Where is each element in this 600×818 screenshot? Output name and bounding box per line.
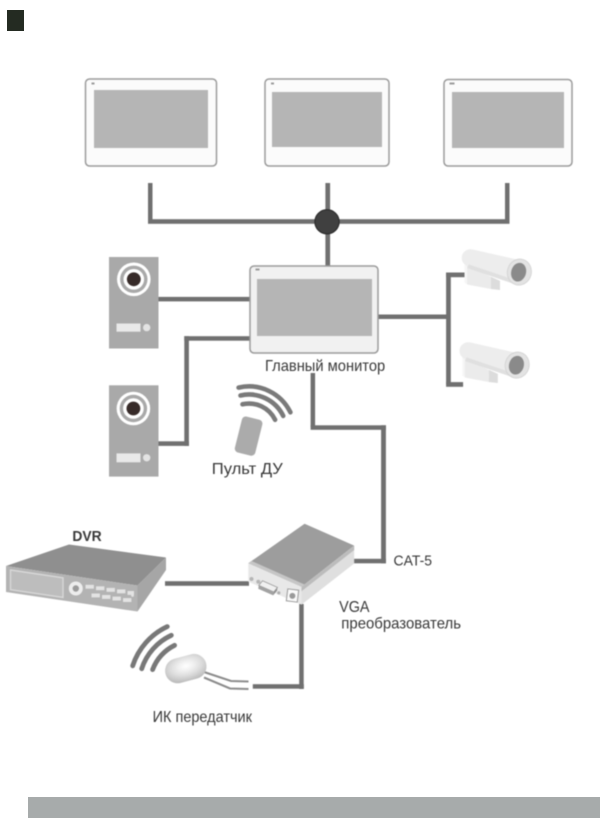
svg-text:CAT-5: CAT-5 xyxy=(394,554,433,570)
svg-text:ИК передатчик: ИК передатчик xyxy=(153,709,253,726)
svg-text:DVR: DVR xyxy=(72,529,102,545)
svg-text:преобразователь: преобразователь xyxy=(341,616,461,633)
svg-text:Пульт ДУ: Пульт ДУ xyxy=(212,461,284,478)
svg-text:VGA: VGA xyxy=(339,599,370,616)
svg-text:Главный монитор: Главный монитор xyxy=(265,358,385,375)
